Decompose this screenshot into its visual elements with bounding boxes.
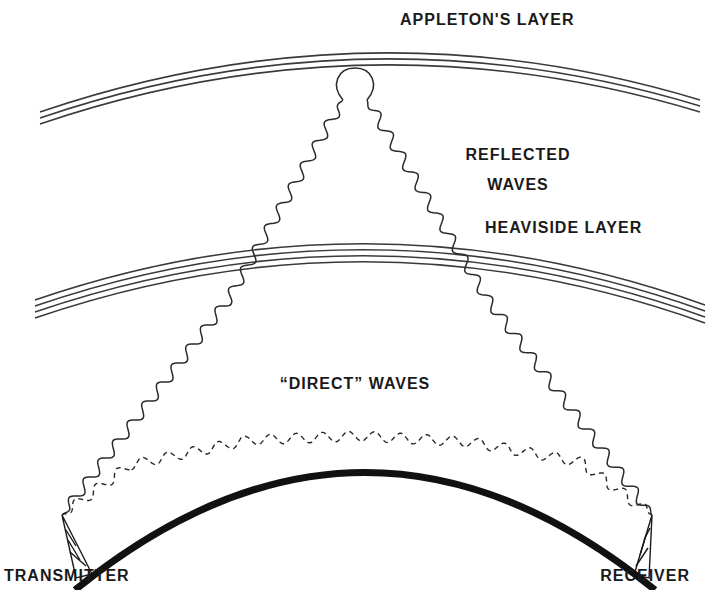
reflected-wave (62, 100, 343, 515)
mast-lattice (66, 530, 86, 566)
heaviside-layer-lines (35, 244, 705, 323)
layer-line (35, 262, 705, 323)
reflected-wave (367, 100, 652, 515)
station-label: RECEIVER (600, 566, 690, 586)
mast-lattice (636, 528, 650, 566)
wave-label: “DIRECT” WAVES (280, 374, 431, 394)
wave-label: REFLECTED WAVES (448, 140, 588, 200)
layer-line (35, 244, 705, 305)
earth-surface (75, 473, 655, 590)
appleton-layer-lines (40, 53, 700, 124)
layer-label: HEAVISIDE LAYER (485, 218, 642, 238)
layer-line (35, 256, 705, 317)
station-label: TRANSMITTER (4, 566, 130, 586)
layer-line (35, 250, 705, 311)
reflection-loop (337, 68, 374, 100)
layer-line (40, 65, 700, 124)
layer-label: APPLETON'S LAYER (400, 10, 575, 30)
layer-line (40, 53, 700, 112)
